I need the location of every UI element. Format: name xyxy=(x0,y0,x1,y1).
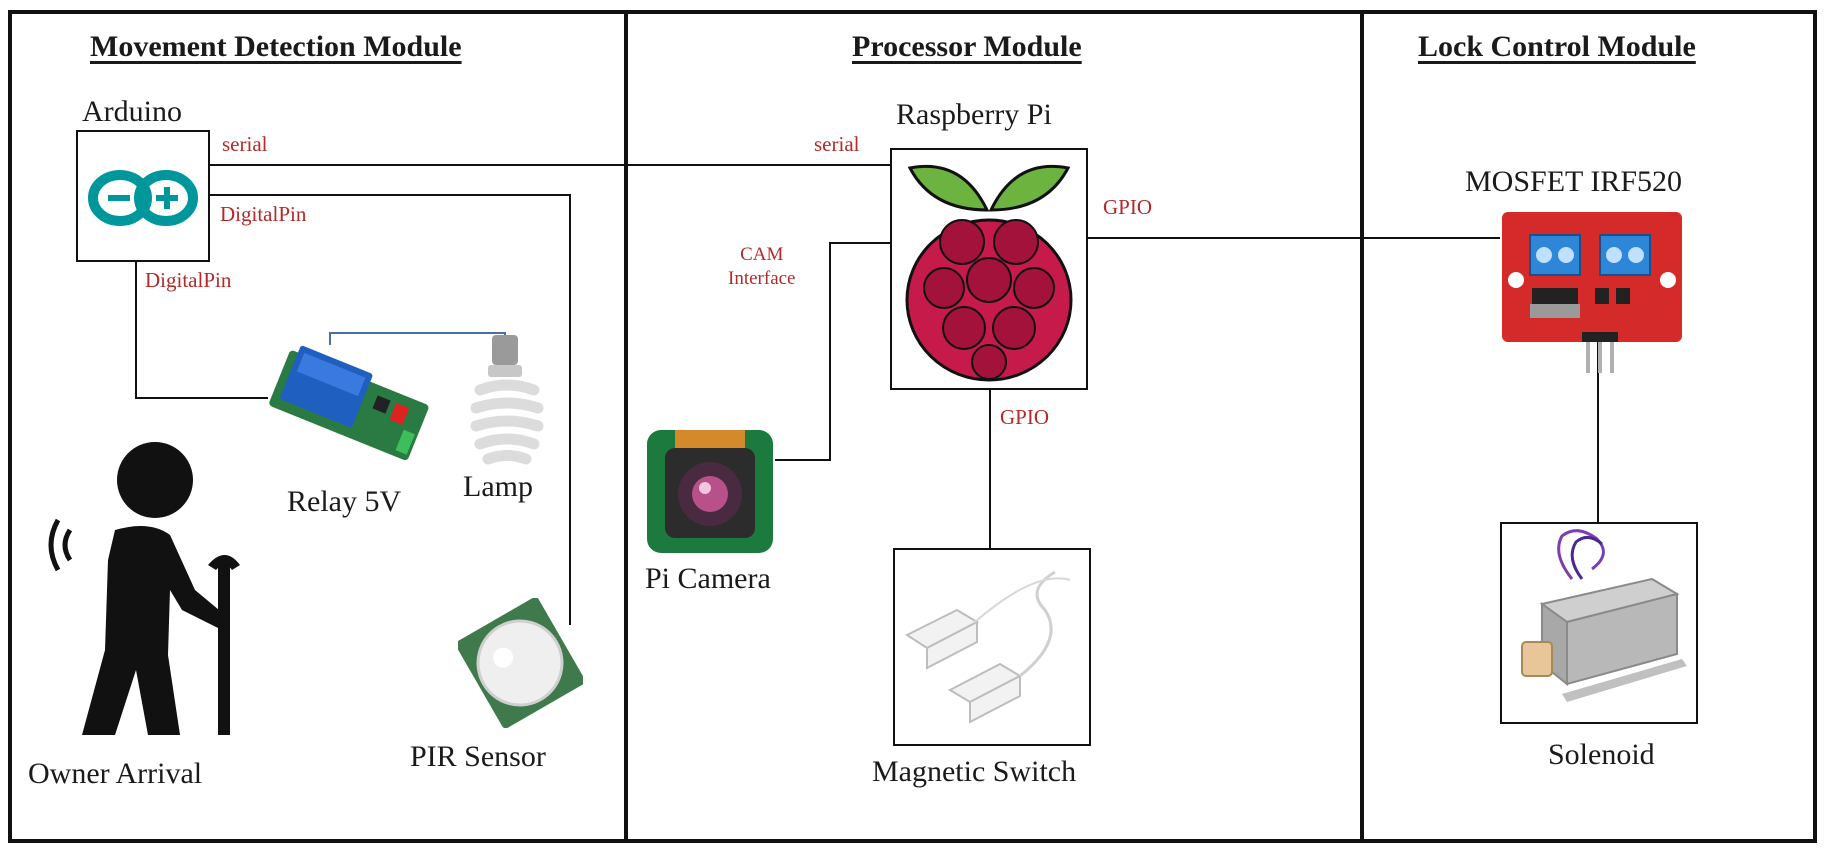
magnetic-switch-label: Magnetic Switch xyxy=(872,755,1077,788)
digitalpin-label-pir: DigitalPin xyxy=(220,202,307,226)
arduino-label: Arduino xyxy=(82,95,182,128)
movement-module-title: Movement Detection Module xyxy=(90,30,462,63)
wire-digitalpin-pir xyxy=(210,194,571,625)
pir-sensor-icon xyxy=(458,598,583,728)
solenoid-label: Solenoid xyxy=(1548,738,1655,771)
mosfet-label: MOSFET IRF520 xyxy=(1465,165,1683,198)
mosfet-board-icon xyxy=(1502,212,1682,373)
lamp-bulb-icon xyxy=(470,335,544,465)
serial-label-arduino: serial xyxy=(222,132,268,156)
raspberry-pi-logo-icon xyxy=(905,164,1073,382)
arduino-logo-icon xyxy=(88,170,198,226)
raspberry-pi-label: Raspberry Pi xyxy=(896,98,1052,131)
lamp-label: Lamp xyxy=(463,470,533,503)
lock-module-title: Lock Control Module xyxy=(1418,30,1696,63)
pi-camera-icon xyxy=(647,430,773,553)
gpio-label-magnetic: GPIO xyxy=(1000,405,1050,429)
solenoid-box xyxy=(1500,522,1698,724)
relay-label: Relay 5V xyxy=(287,485,402,518)
owner-arrival-label: Owner Arrival xyxy=(28,757,203,790)
cam-interface-label: CAM Interface xyxy=(728,244,796,289)
processor-module-title: Processor Module xyxy=(852,30,1082,63)
pir-sensor-label: PIR Sensor xyxy=(410,740,546,773)
magnetic-switch-box xyxy=(893,548,1091,746)
arduino-box xyxy=(76,130,210,262)
serial-label-pi: serial xyxy=(814,132,860,156)
relay-module-icon xyxy=(269,345,429,461)
solenoid-lock-icon xyxy=(1521,529,1687,702)
wire-cam-interface xyxy=(775,242,890,461)
magnetic-switch-icon xyxy=(904,570,1071,724)
elderly-person-icon xyxy=(48,442,240,735)
raspberry-pi-box xyxy=(890,148,1088,390)
lock-control-panel xyxy=(1360,10,1817,843)
gpio-label-mosfet: GPIO xyxy=(1103,195,1153,219)
wire-digitalpin-relay xyxy=(135,262,268,399)
pi-camera-label: Pi Camera xyxy=(645,562,771,595)
digitalpin-label-relay: DigitalPin xyxy=(145,268,232,292)
